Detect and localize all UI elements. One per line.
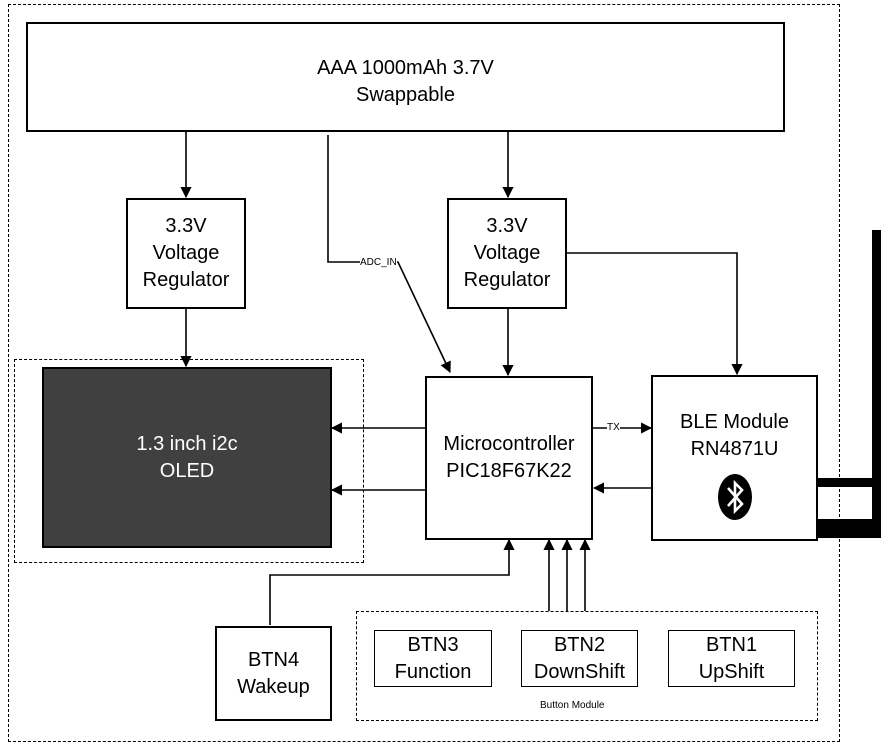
tx-label: TX — [607, 422, 620, 434]
battery-box: AAA 1000mAh 3.7V Swappable — [26, 22, 785, 132]
oled-label-line1: 1.3 inch i2c — [136, 432, 238, 455]
bluetooth-icon — [717, 474, 752, 520]
btn3-box: BTN3 Function — [374, 630, 492, 687]
btn3-label-line2: Function — [394, 660, 472, 683]
regulator-left-box: 3.3V Voltage Regulator — [126, 198, 246, 309]
outer-enclosure — [8, 4, 840, 742]
button-module-group — [356, 611, 818, 721]
wire-adc — [327, 135, 451, 374]
battery-label-line2: Swappable — [356, 84, 455, 106]
regulator-right-line2: Voltage — [473, 242, 541, 264]
ble-label-line2: RN4871U — [690, 438, 779, 460]
microcontroller-box: Microcontroller PIC18F67K22 — [425, 376, 593, 540]
btn1-label-line2: UpShift — [698, 660, 765, 683]
oled-label-line2: OLED — [159, 459, 215, 482]
battery-label-line1: AAA 1000mAh 3.7V — [317, 57, 494, 79]
btn2-label-line1: BTN2 — [553, 633, 606, 656]
wire-regright-ble — [566, 252, 743, 376]
ble-module-box: BLE Module RN4871U — [651, 375, 818, 541]
btn3-label-line1: BTN3 — [407, 633, 459, 656]
wire-btn4-mcu — [269, 538, 515, 625]
regulator-left-line1: 3.3V — [165, 215, 207, 237]
btn4-box: BTN4 Wakeup — [215, 626, 332, 721]
regulator-left-line2: Voltage — [152, 242, 220, 264]
button-module-label: Button Module — [540, 700, 605, 711]
btn4-label-line1: BTN4 — [247, 648, 300, 671]
btn1-label-line1: BTN1 — [705, 633, 758, 656]
btn2-box: BTN2 DownShift — [521, 630, 638, 687]
antenna-icon — [818, 230, 881, 538]
regulator-right-box: 3.3V Voltage Regulator — [447, 198, 567, 309]
ble-label-line1: BLE Module — [680, 411, 789, 433]
regulator-right-line3: Regulator — [463, 269, 551, 291]
regulator-left-line3: Regulator — [142, 269, 230, 291]
adc-in-label: ADC_IN — [360, 257, 397, 269]
btn1-box: BTN1 UpShift — [668, 630, 795, 687]
microcontroller-label-line1: Microcontroller — [443, 433, 575, 455]
btn2-label-line2: DownShift — [533, 660, 626, 683]
microcontroller-label-line2: PIC18F67K22 — [446, 460, 572, 482]
btn4-label-line2: Wakeup — [237, 675, 310, 698]
regulator-right-line1: 3.3V — [486, 215, 528, 237]
oled-box: 1.3 inch i2c OLED — [42, 367, 332, 548]
